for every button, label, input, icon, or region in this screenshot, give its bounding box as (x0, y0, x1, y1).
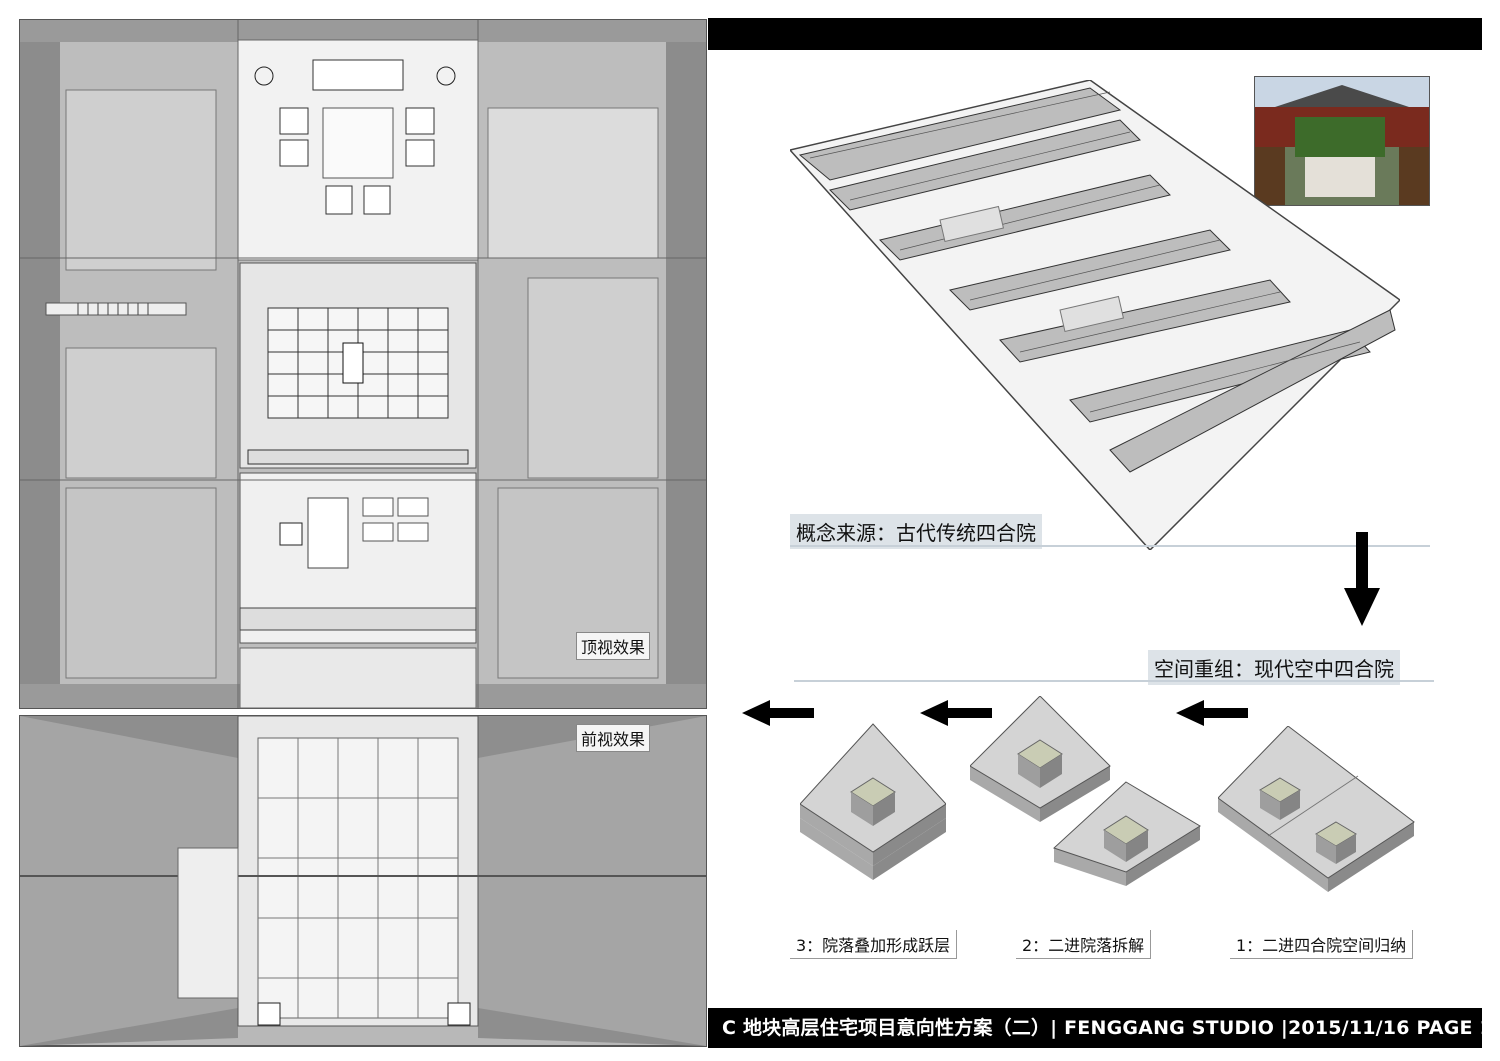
arrow-left-icon (742, 700, 814, 730)
header-bar (708, 18, 1482, 50)
arrow-left-icon (1176, 700, 1248, 730)
front-view-label: 前视效果 (576, 724, 651, 752)
space-reorganization-label: 空间重组：现代空中四合院 (1148, 650, 1400, 685)
courtyard-photo (1254, 76, 1430, 206)
reorganization-rule (794, 680, 1434, 682)
top-view-plan (19, 19, 707, 709)
top-and-front-view-drawing (18, 19, 708, 1047)
footer-title: C 地块高层住宅项目意向性方案（二）| FENGGANG STUDIO |201… (722, 1017, 1482, 1039)
architectural-views-panel: 顶视效果 前视效果 (18, 18, 708, 1048)
step1-label: 1：二进四合院空间归纳 (1230, 930, 1414, 959)
arrow-left-icon (920, 700, 992, 730)
top-view-label: 顶视效果 (576, 632, 651, 660)
concept-source-rule (790, 545, 1430, 547)
siheyuan-sketch (788, 79, 1402, 552)
step1-two-courtyard-block-diagram (1217, 725, 1416, 896)
footer-bar: C 地块高层住宅项目意向性方案（二）| FENGGANG STUDIO |201… (708, 1008, 1482, 1048)
concept-source-label: 概念来源：古代传统四合院 (790, 514, 1042, 549)
step3-stacked-block-diagram (799, 722, 947, 888)
front-view-elevation (19, 715, 707, 1047)
step3-label: 3：院落叠加形成跃层 (790, 930, 958, 959)
step2-label: 2：二进院落拆解 (1016, 930, 1152, 959)
step2-separated-blocks-diagram (969, 695, 1202, 892)
arrow-down-icon (1344, 532, 1380, 630)
